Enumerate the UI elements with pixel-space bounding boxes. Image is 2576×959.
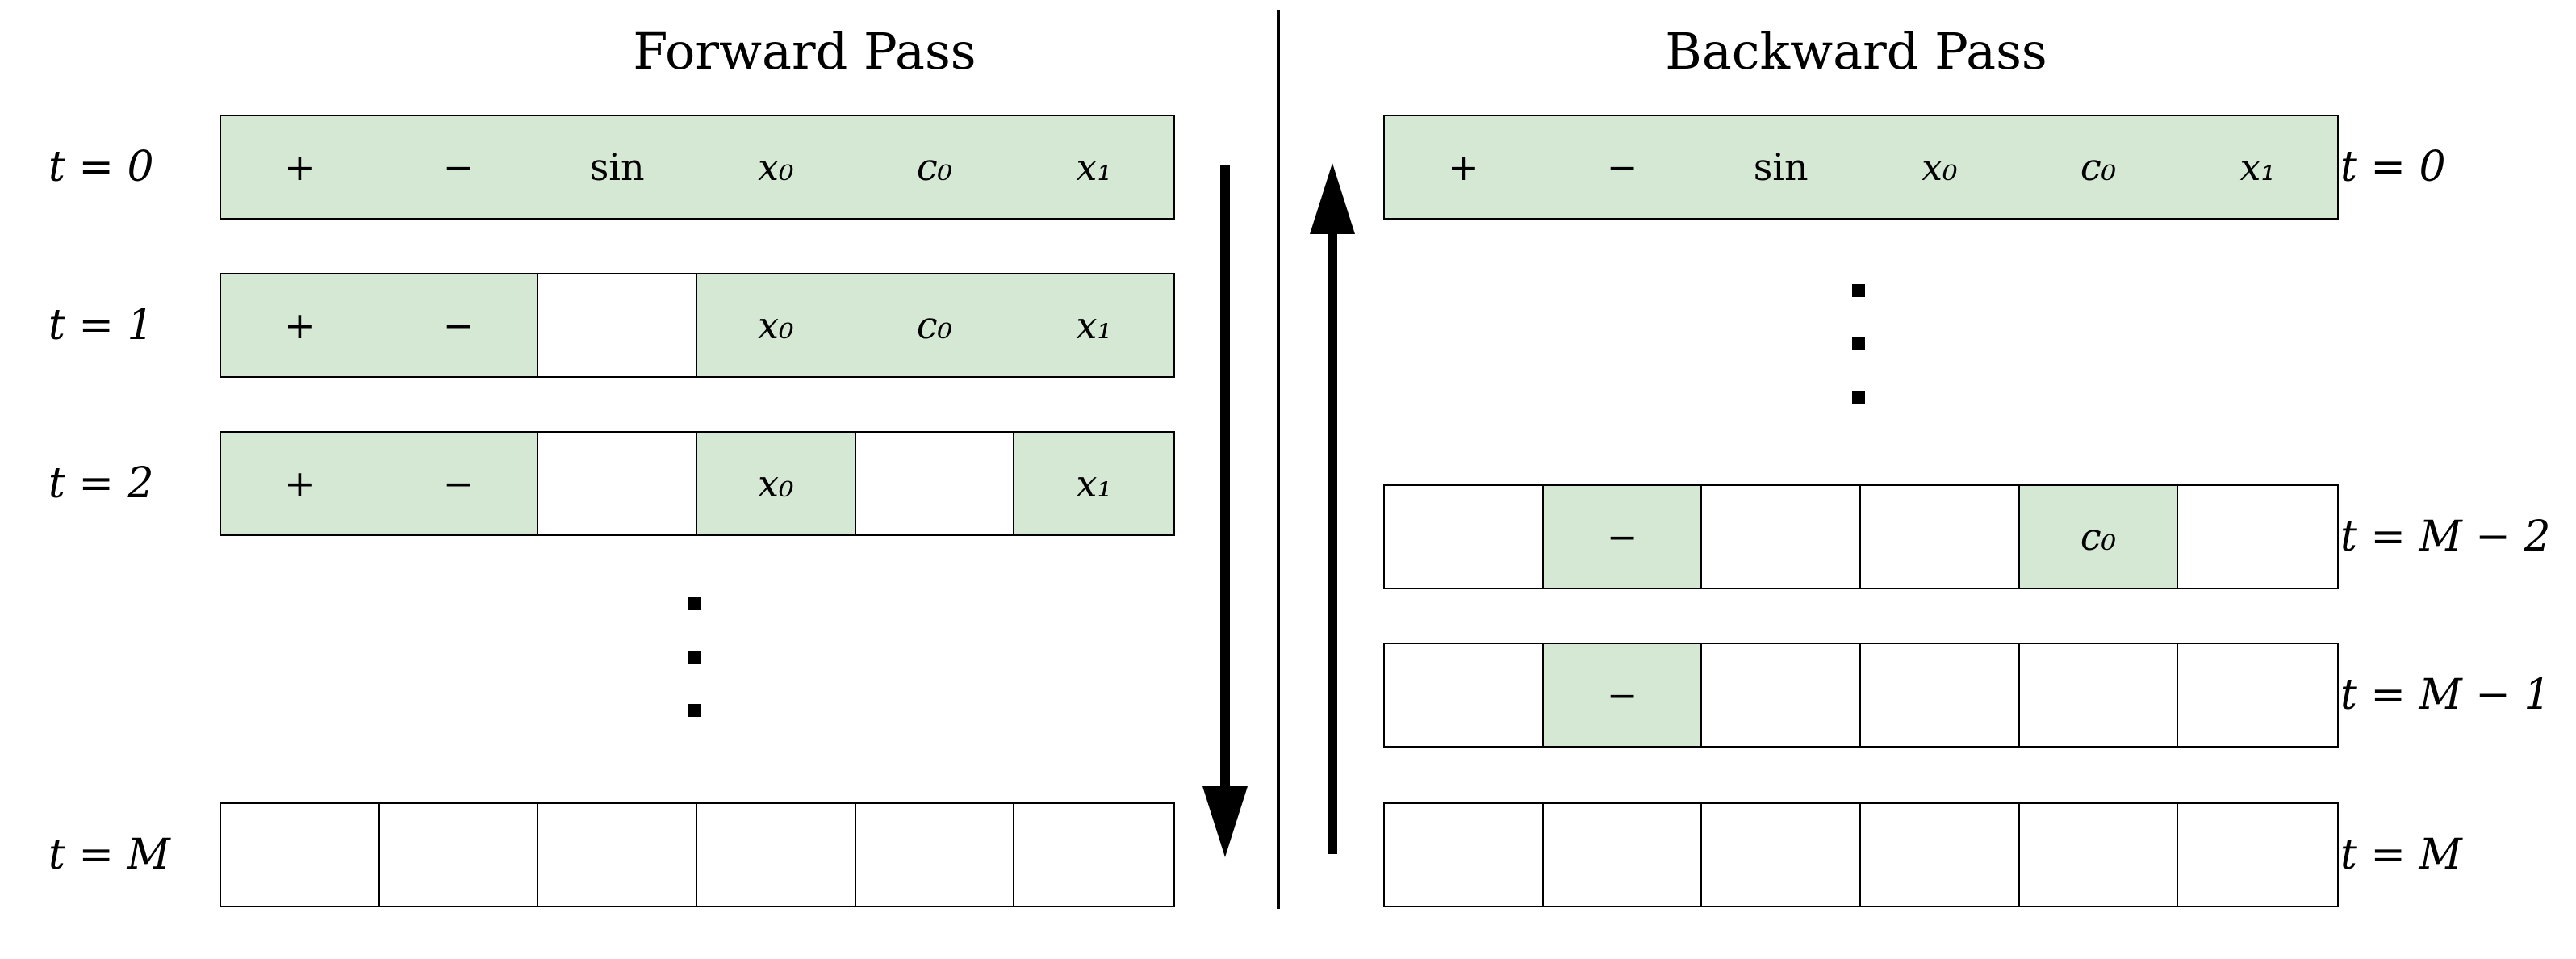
- backward-time-label-3: t = M: [2340, 831, 2462, 879]
- token-cell: c₀: [2019, 116, 2179, 218]
- backward-time-label-0: t = 0: [2340, 143, 2446, 191]
- forward-time-label-3: t = M: [48, 831, 170, 879]
- backward-row-2: −: [1383, 643, 2339, 748]
- token-cell: −: [379, 116, 539, 218]
- token-cell: −: [1543, 486, 1703, 588]
- backward-time-label-2: t = M − 1: [2340, 671, 2551, 719]
- token-cell: x₀: [697, 274, 856, 376]
- token-cell: [2178, 486, 2338, 588]
- token-cell: [1385, 644, 1544, 746]
- token-cell: c₀: [855, 116, 1015, 218]
- ellipsis-dot: [1852, 391, 1865, 404]
- forward-row-2: +− x₀ x₁: [220, 431, 1175, 536]
- token-cell: x₁: [1014, 433, 1174, 534]
- token-cell: −: [1543, 644, 1703, 746]
- token-cell: [1861, 804, 2020, 906]
- token-cell: [379, 804, 539, 906]
- ellipsis-dot: [688, 597, 701, 610]
- token-cell: sin: [1702, 116, 1862, 218]
- token-cell: [1543, 804, 1703, 906]
- token-cell: [1702, 486, 1862, 588]
- backward-pass-title: Backward Pass: [1665, 22, 2047, 81]
- token-cell: [1861, 486, 2020, 588]
- token-cell: [2178, 804, 2338, 906]
- token-cell: x₁: [1014, 116, 1174, 218]
- forward-time-label-1: t = 1: [48, 301, 154, 350]
- token-cell: [2019, 644, 2179, 746]
- forward-pass-title: Forward Pass: [633, 22, 976, 81]
- token-cell: +: [1385, 116, 1544, 218]
- token-cell: [538, 274, 698, 376]
- forward-time-label-2: t = 2: [48, 459, 154, 508]
- panel-divider: [1277, 10, 1280, 909]
- token-cell: [1385, 486, 1544, 588]
- token-cell: sin: [538, 116, 698, 218]
- token-cell: [2178, 644, 2338, 746]
- token-cell: [2019, 804, 2179, 906]
- backward-time-label-1: t = M − 2: [2340, 513, 2551, 561]
- token-cell: −: [379, 274, 539, 376]
- backward-arrowhead: [1310, 163, 1355, 234]
- token-cell: x₁: [2178, 116, 2338, 218]
- token-cell: −: [1543, 116, 1703, 218]
- forward-time-label-0: t = 0: [48, 143, 154, 191]
- ellipsis-dot: [1852, 284, 1865, 297]
- token-cell: +: [221, 433, 380, 534]
- ellipsis-dot: [688, 704, 701, 717]
- token-cell: [855, 433, 1015, 534]
- token-cell: [538, 804, 698, 906]
- token-cell: x₀: [1861, 116, 2020, 218]
- token-cell: x₀: [697, 116, 856, 218]
- token-cell: c₀: [2019, 486, 2179, 588]
- backward-row-3: [1383, 802, 2339, 907]
- ellipsis-dot: [688, 651, 701, 664]
- token-cell: +: [221, 116, 380, 218]
- forward-arrowhead: [1202, 786, 1248, 857]
- token-cell: [1861, 644, 2020, 746]
- token-cell: x₀: [697, 433, 856, 534]
- token-cell: [1385, 804, 1544, 906]
- backward-direction-arrow: [1310, 163, 1355, 854]
- backward-row-1: − c₀: [1383, 484, 2339, 589]
- forward-row-3: [220, 802, 1175, 907]
- token-cell: +: [221, 274, 380, 376]
- token-cell: [1702, 644, 1862, 746]
- token-cell: [697, 804, 856, 906]
- token-cell: x₁: [1014, 274, 1174, 376]
- token-cell: [221, 804, 380, 906]
- token-cell: [1702, 804, 1862, 906]
- token-cell: [538, 433, 698, 534]
- token-cell: [855, 804, 1015, 906]
- ellipsis-dot: [1852, 337, 1865, 350]
- token-cell: −: [379, 433, 539, 534]
- token-cell: [1014, 804, 1174, 906]
- forward-direction-arrow: [1202, 165, 1248, 857]
- token-cell: c₀: [855, 274, 1015, 376]
